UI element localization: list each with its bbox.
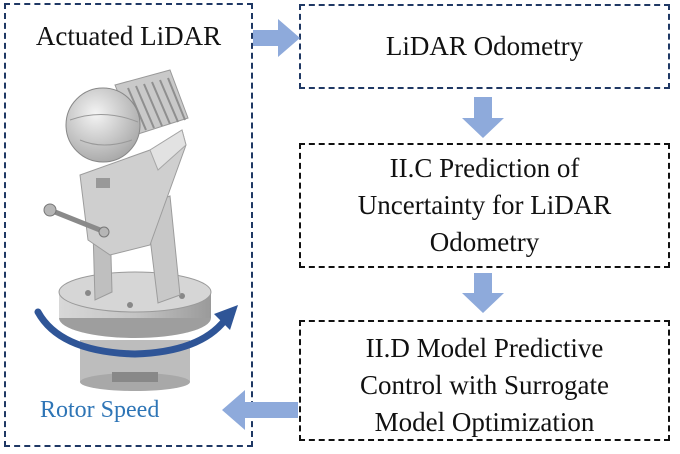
actuated-lidar-panel — [4, 3, 253, 447]
actuated-lidar-illustration — [43, 69, 212, 391]
mpc-line: Model Optimization — [374, 407, 595, 437]
uncertainty-line: Uncertainty for LiDAR — [357, 190, 612, 220]
arrow-lidar-to-odometry — [253, 19, 300, 57]
lidar-odometry-block — [299, 4, 670, 89]
mpc-label: II.D Model Predictive Control with Surro… — [299, 330, 670, 441]
mpc-line: II.D Model Predictive — [365, 333, 604, 363]
arrow-uncertainty-to-mpc — [462, 273, 504, 313]
rotation-arrow — [34, 305, 238, 358]
uncertainty-prediction-label: II.C Prediction of Uncertainty for LiDAR… — [299, 150, 670, 261]
uncertainty-line: Odometry — [429, 227, 540, 257]
mpc-line: Control with Surrogate — [360, 370, 609, 400]
arrow-mpc-to-rotor — [222, 390, 298, 430]
uncertainty-line: II.C Prediction of — [389, 153, 580, 183]
uncertainty-prediction-block — [299, 143, 670, 268]
rotor-speed-label: Rotor Speed — [40, 397, 160, 423]
arrow-odometry-to-uncertainty — [462, 97, 504, 138]
mpc-block — [299, 320, 670, 441]
lidar-odometry-label: LiDAR Odometry — [385, 31, 584, 61]
actuated-lidar-title: Actuated LiDAR — [35, 21, 222, 51]
